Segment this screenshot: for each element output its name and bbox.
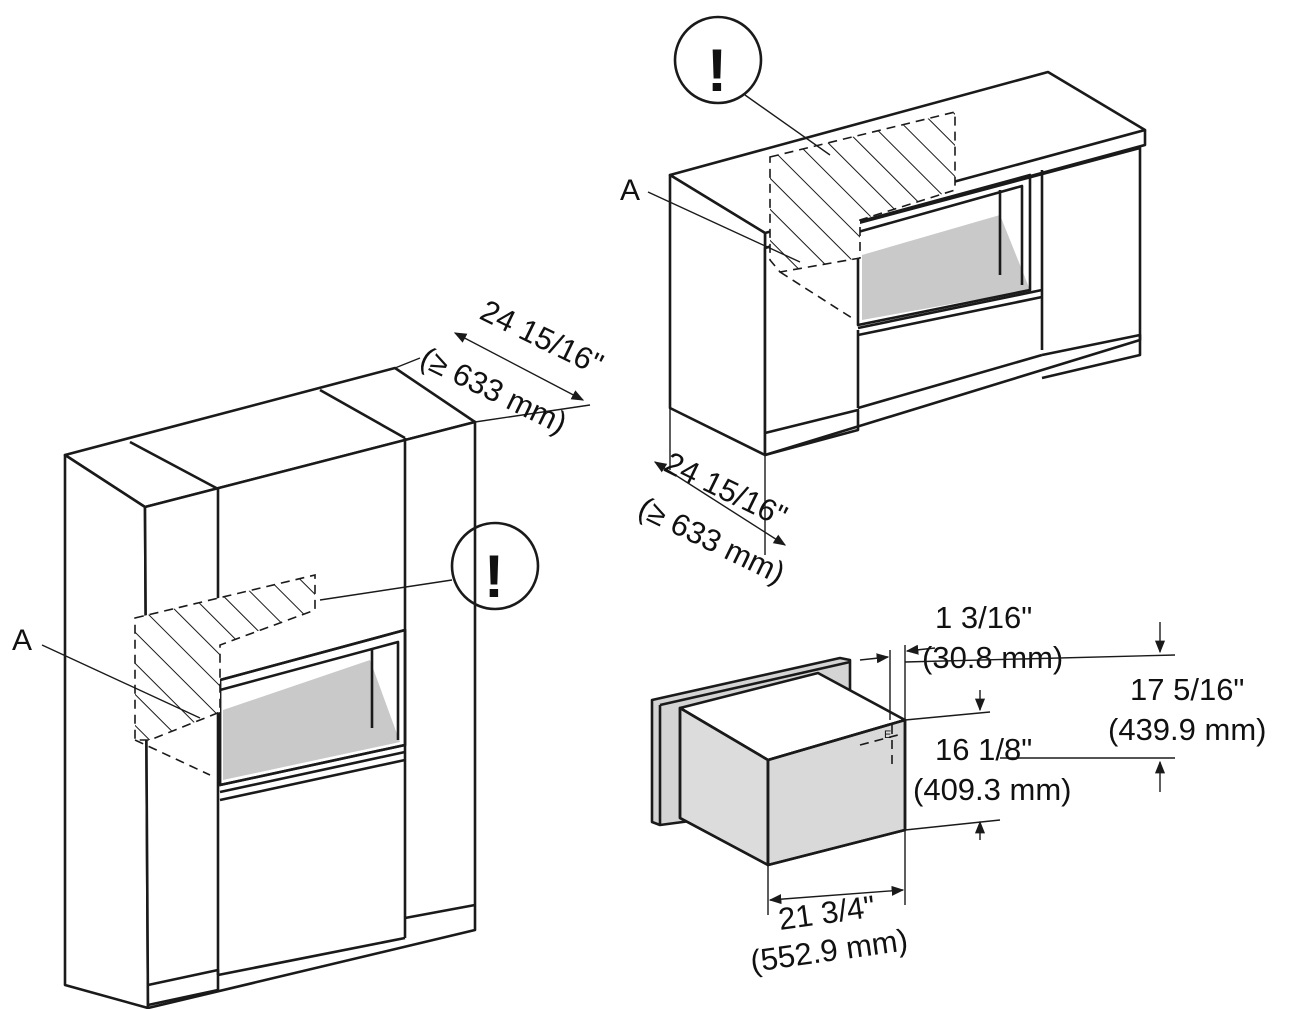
label-a-top-right: A bbox=[620, 174, 640, 207]
housing-height-metric: (409.3 mm) bbox=[913, 772, 1071, 807]
appliance-figure: E 1 3/16" (30.8 mm) 16 1/8" (409.3 mm) 1… bbox=[650, 600, 1266, 979]
warning-circle-left bbox=[450, 521, 540, 611]
housing-height-imperial: 16 1/8" bbox=[935, 732, 1032, 767]
warning-circle-top-right bbox=[673, 15, 763, 105]
small-marker-e: E bbox=[884, 729, 891, 741]
front-height-imperial: 17 5/16" bbox=[1130, 672, 1244, 707]
warning-exclamation-icon: ! bbox=[484, 543, 504, 610]
front-thickness-imperial: 1 3/16" bbox=[935, 600, 1032, 635]
base-cabinet-figure: A ! 24 15/16" (≥ 633 mm) bbox=[620, 15, 1147, 591]
warning-exclamation-icon: ! bbox=[707, 37, 727, 104]
housing-depth-metric: (552.9 mm) bbox=[748, 922, 910, 979]
tall-cabinet-figure: A ! 24 15/16" (≥ 633 mm) bbox=[12, 293, 609, 1009]
front-thickness-metric: (30.8 mm) bbox=[922, 640, 1063, 675]
front-height-metric: (439.9 mm) bbox=[1108, 712, 1266, 747]
depth-dimension-left-imperial: 24 15/16" bbox=[475, 293, 609, 382]
label-a-left: A bbox=[12, 624, 32, 657]
